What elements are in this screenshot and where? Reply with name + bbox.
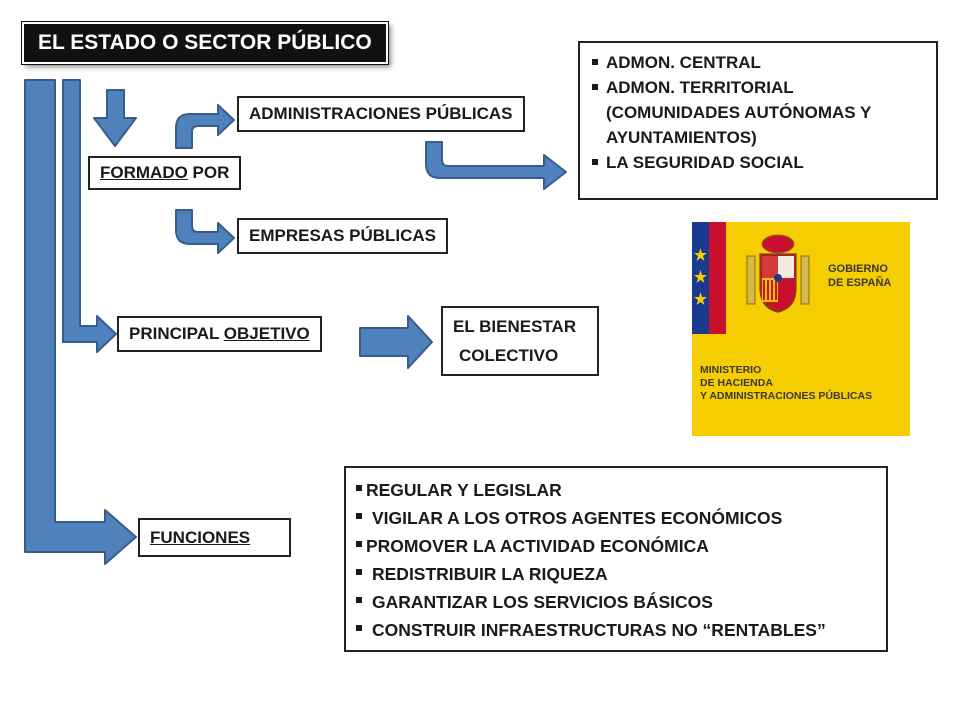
admin-list: ADMON. CENTRAL ADMON. TERRITORIAL (COMUN… <box>586 50 932 175</box>
bienestar-line1: EL BIENESTAR <box>453 317 577 336</box>
coat-of-arms-icon <box>746 234 810 313</box>
gobierno-logo: GOBIERNO DE ESPAÑA MINISTERIO DE HACIEND… <box>692 222 910 436</box>
list-item-continuation: AYUNTAMIENTOS) <box>606 128 757 147</box>
arrow-to-principal-objetivo <box>62 79 117 353</box>
funciones-box: FUNCIONES <box>138 518 291 557</box>
gobierno-line1: GOBIERNO <box>828 263 888 275</box>
arrow-to-empresas <box>175 209 235 254</box>
list-item: REGULAR Y LEGISLAR <box>350 476 880 504</box>
funciones-list: REGULAR Y LEGISLAR VIGILAR A LOS OTROS A… <box>350 476 880 644</box>
principal-objetivo-box: PRINCIPAL OBJETIVO <box>117 316 322 352</box>
administraciones-box: ADMINISTRACIONES PÚBLICAS <box>237 96 525 132</box>
formado-label: FORMADO <box>100 163 188 182</box>
arrow-to-bienestar <box>359 315 433 369</box>
ministerio-line2: DE HACIENDA <box>700 377 773 389</box>
list-item: CONSTRUIR INFRAESTRUCTURAS NO “RENTABLES… <box>350 616 880 644</box>
arrow-to-administraciones <box>175 104 235 149</box>
admin-list-box: ADMON. CENTRAL ADMON. TERRITORIAL (COMUN… <box>578 41 938 200</box>
gobierno-line2: DE ESPAÑA <box>828 277 892 289</box>
principal-label: PRINCIPAL <box>129 324 224 343</box>
list-item: ADMON. CENTRAL <box>586 50 932 75</box>
logo-emblem <box>692 222 810 334</box>
list-item: ADMON. TERRITORIAL <box>586 75 932 100</box>
page-title: EL ESTADO O SECTOR PÚBLICO <box>22 22 388 64</box>
ministerio-text: MINISTERIO DE HACIENDA Y ADMINISTRACIONE… <box>700 364 872 403</box>
list-item: LA SEGURIDAD SOCIAL <box>586 150 932 175</box>
ministerio-line3: Y ADMINISTRACIONES PÚBLICAS <box>700 390 873 402</box>
ministerio-line1: MINISTERIO <box>700 364 762 376</box>
list-item: REDISTRIBUIR LA RIQUEZA <box>350 560 880 588</box>
arrow-to-funciones <box>24 79 137 565</box>
arrow-to-admin-list <box>425 141 567 190</box>
arrow-down-to-formado <box>93 89 137 147</box>
formado-por-box: FORMADO POR <box>88 156 242 190</box>
bienestar-line2: COLECTIVO <box>459 346 559 365</box>
list-item: VIGILAR A LOS OTROS AGENTES ECONÓMICOS <box>350 504 880 532</box>
bienestar-box: EL BIENESTAR COLECTIVO <box>441 306 599 376</box>
list-item: PROMOVER LA ACTIVIDAD ECONÓMICA <box>350 532 880 560</box>
empresas-box: EMPRESAS PÚBLICAS <box>237 218 449 254</box>
objetivo-label: OBJETIVO <box>223 324 310 343</box>
funciones-list-box: REGULAR Y LEGISLAR VIGILAR A LOS OTROS A… <box>344 466 888 652</box>
list-item: GARANTIZAR LOS SERVICIOS BÁSICOS <box>350 588 880 616</box>
list-item-continuation: (COMUNIDADES AUTÓNOMAS Y <box>606 103 872 122</box>
gobierno-text: GOBIERNO DE ESPAÑA <box>828 262 891 290</box>
por-label: POR <box>187 163 230 182</box>
